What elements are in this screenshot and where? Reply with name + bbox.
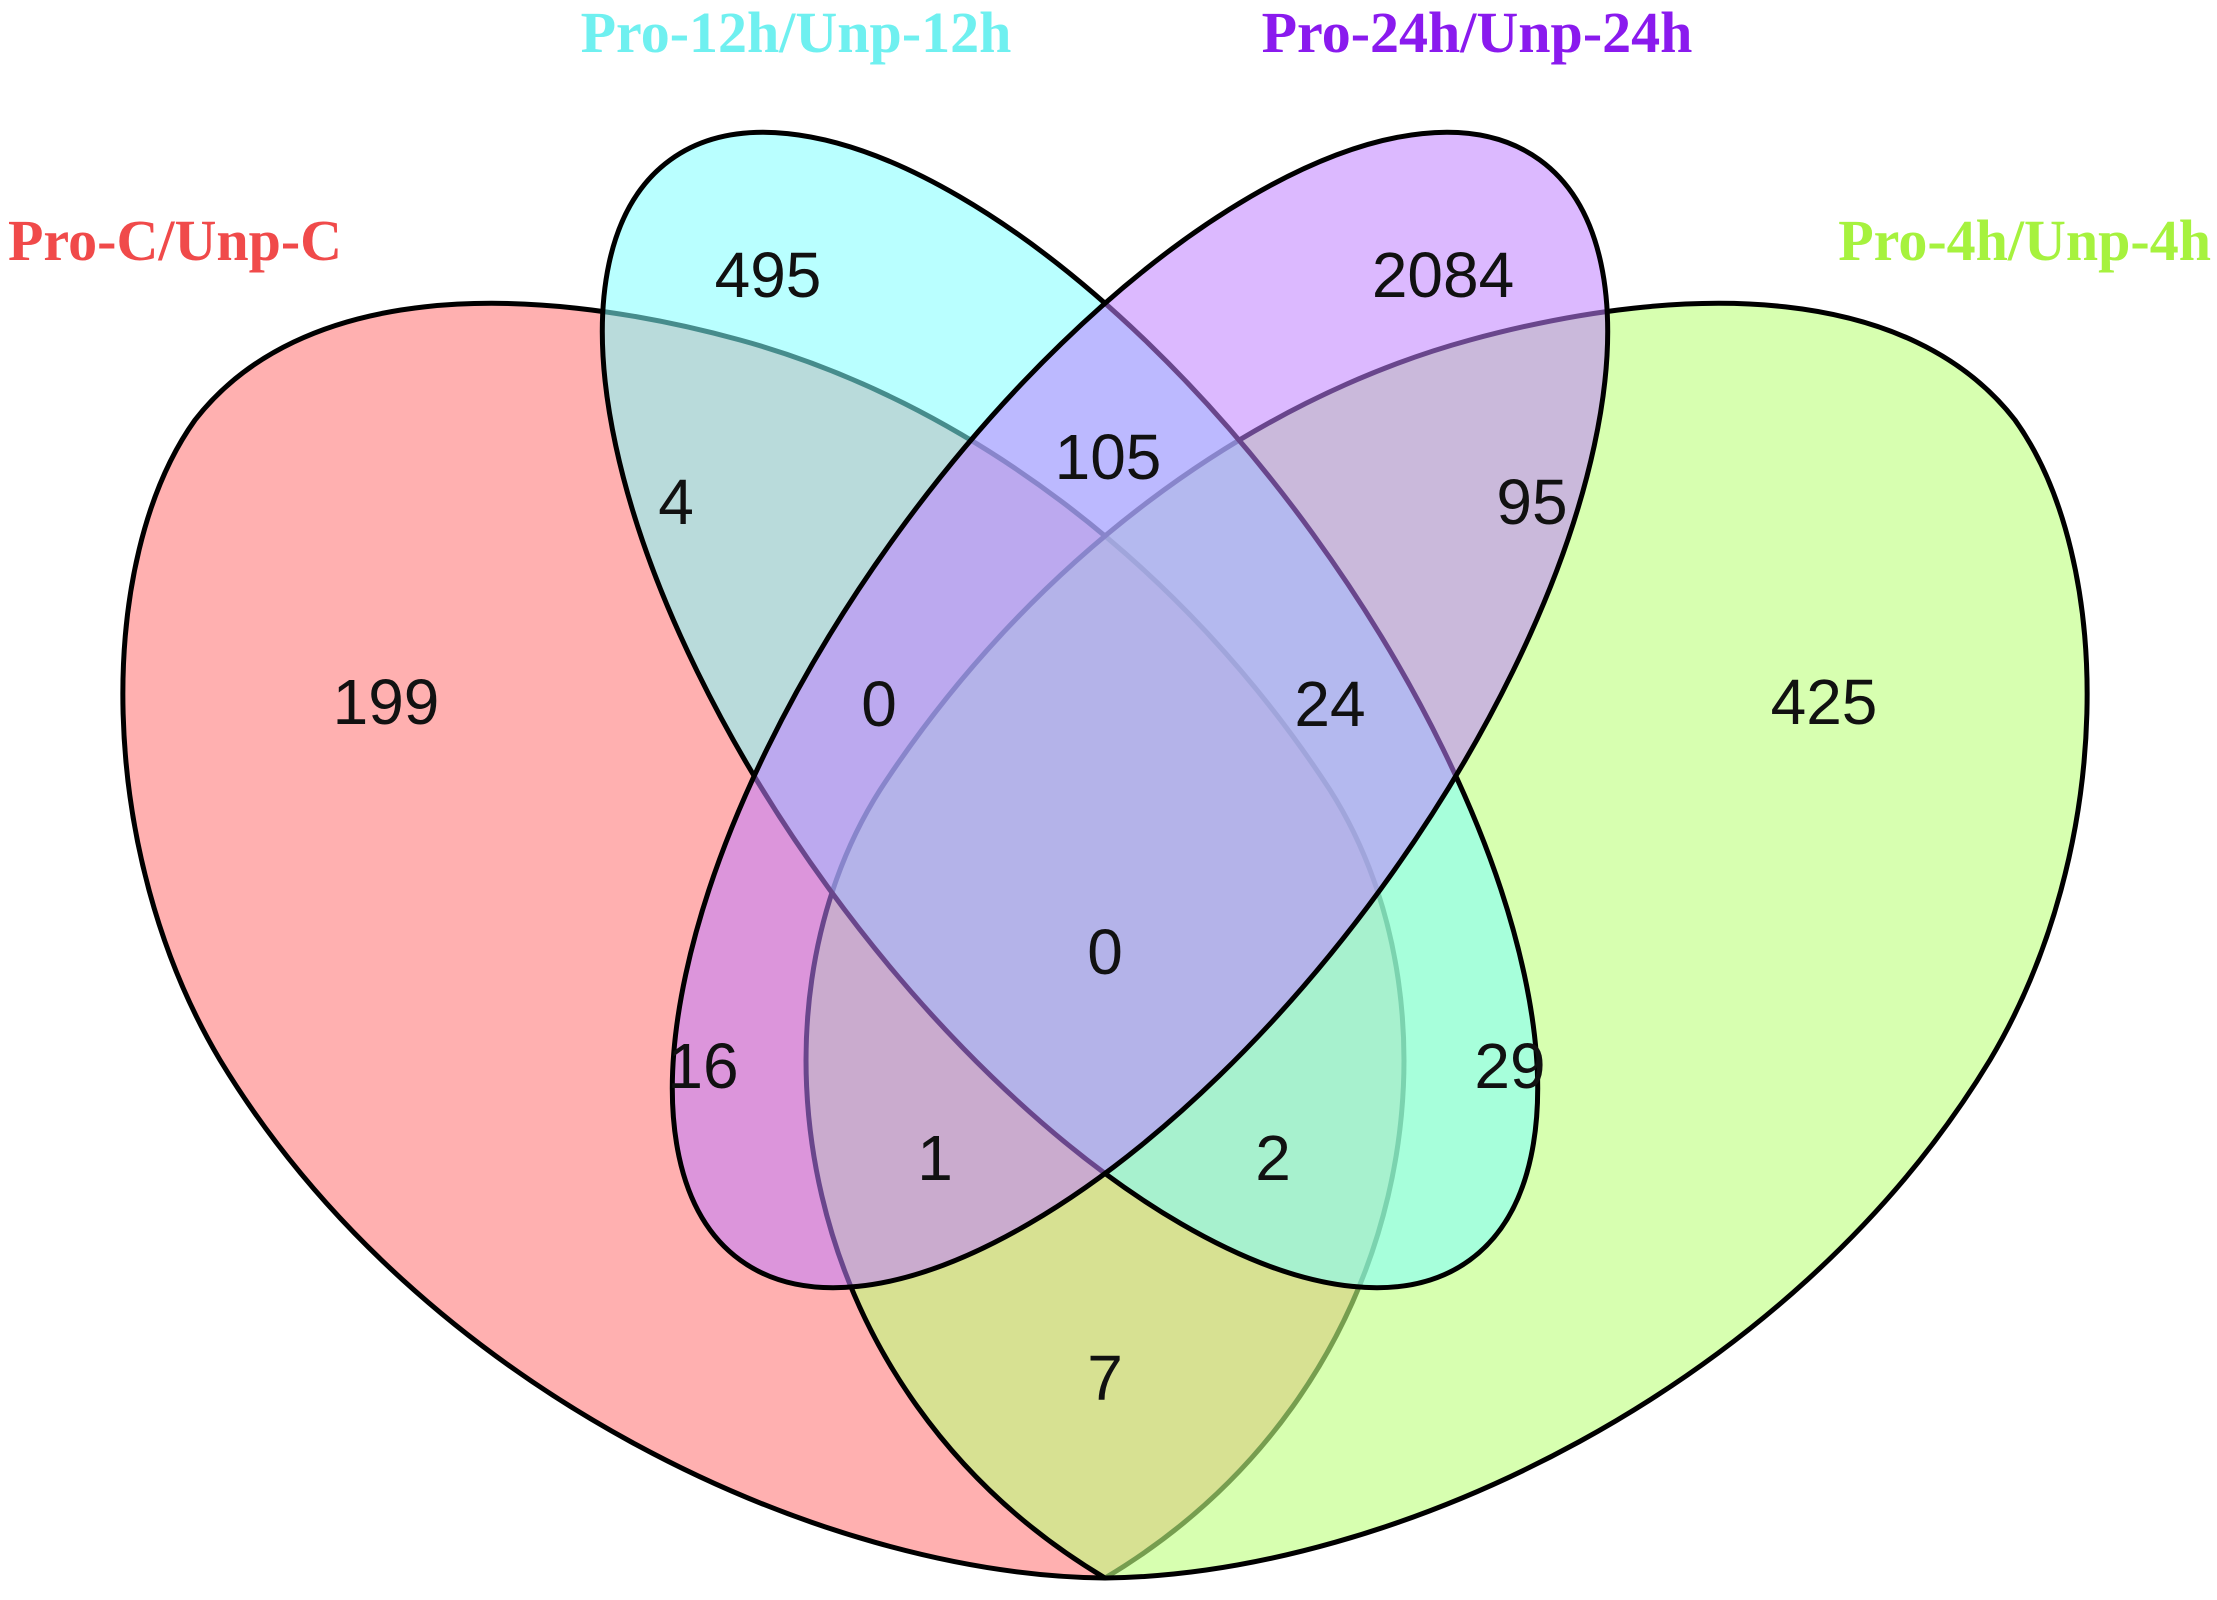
count-pro-24h-only: 2084 [1372,239,1514,311]
set-shape-pro-24h-group [669,129,1611,1291]
count-pro-12h-only: 495 [715,239,822,311]
set-label-pro-c: Pro-C/Unp-C [8,208,342,273]
count-c-4h: 7 [1087,1342,1123,1414]
count-all-four: 0 [1087,916,1123,988]
set-labels: Pro-C/Unp-C Pro-12h/Unp-12h Pro-24h/Unp-… [8,0,2211,273]
count-c-24h: 16 [667,1030,738,1102]
count-12h-24h: 105 [1055,421,1162,493]
count-12h-4h: 29 [1474,1030,1545,1102]
set-label-pro-24h: Pro-24h/Unp-24h [1262,0,1693,65]
count-pro-4h-only: 425 [1771,666,1878,738]
set-label-pro-4h: Pro-4h/Unp-4h [1838,208,2211,273]
count-12h-24h-4h: 24 [1294,668,1365,740]
count-c-12h-4h: 2 [1255,1122,1291,1194]
region-counts: 495 2084 199 425 4 105 95 0 24 0 16 29 1… [333,239,1878,1414]
count-c-24h-4h: 1 [917,1122,953,1194]
count-pro-c-only: 199 [333,666,440,738]
set-shapes [120,129,2090,1581]
count-24h-4h: 95 [1496,466,1567,538]
count-c-12h-24h: 0 [861,668,897,740]
set-shape-pro-24h [669,129,1611,1291]
set-label-pro-12h: Pro-12h/Unp-12h [581,0,1012,65]
count-c-12h: 4 [658,466,694,538]
